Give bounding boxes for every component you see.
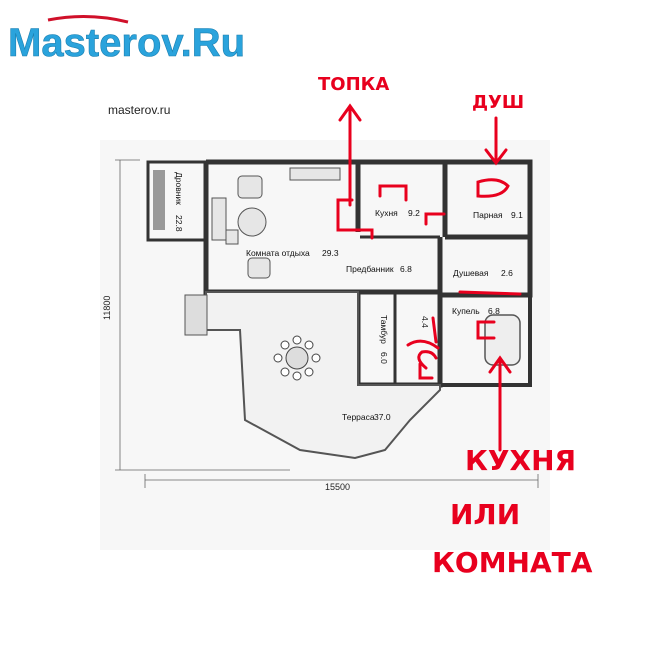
- room-area-tambur: 6.0: [379, 352, 389, 364]
- annotation-kuhnya: КУХНЯ: [465, 444, 576, 477]
- kupel-walls: [438, 293, 532, 387]
- logo-text: Masterov.Ru: [8, 21, 245, 64]
- room-area-small: 4.4: [420, 316, 430, 328]
- room-area-parnaya: 9.1: [511, 210, 523, 220]
- room-area-kupel: 6.8: [488, 306, 500, 316]
- terrace-outline: [205, 291, 441, 460]
- dimension-lines: [115, 159, 539, 488]
- room-label-kuhnya: Кухня: [375, 208, 398, 218]
- room-label-komnata: Комната отдыха: [246, 248, 310, 258]
- site-caption: masterov.ru: [108, 103, 171, 117]
- red-markup: [336, 103, 522, 452]
- annotation-dush: ДУШ: [472, 92, 524, 113]
- room-label-kupel: Купель: [452, 306, 480, 316]
- room-label-dushevaya: Душевая: [453, 268, 489, 278]
- room-label-parnaya: Парная: [473, 210, 503, 220]
- annotation-ili: ИЛИ: [450, 498, 520, 531]
- logo-swoosh: [47, 14, 129, 24]
- room-label-terrasa: Терраса: [342, 412, 375, 422]
- room-label-tambur: Тамбур: [379, 315, 389, 344]
- room-area-drovnik: 22.8: [174, 215, 184, 232]
- room-area-terrasa: 37.0: [374, 412, 391, 422]
- room-label-predbannik: Предбанник: [346, 264, 394, 274]
- room-label-drovnik: Дровник: [174, 172, 184, 205]
- room-area-dushevaya: 2.6: [501, 268, 513, 278]
- firewood-stack: [153, 170, 165, 230]
- annotation-komnata: КОМНАТА: [432, 546, 593, 579]
- dimension-height: 11800: [102, 296, 112, 320]
- room-area-komnata: 29.3: [322, 248, 339, 258]
- room-area-predbannik: 6.8: [400, 264, 412, 274]
- kupel-tub: [484, 314, 521, 366]
- terrace-dining-set: [273, 335, 321, 381]
- room-area-kuhnya: 9.2: [408, 208, 420, 218]
- dimension-width: 15500: [325, 482, 350, 492]
- site-logo: Masterov.Ru: [8, 14, 245, 64]
- lounge-furniture: [211, 167, 341, 279]
- terrace-steps: [184, 294, 208, 336]
- annotation-topka: ТОПКА: [318, 74, 389, 95]
